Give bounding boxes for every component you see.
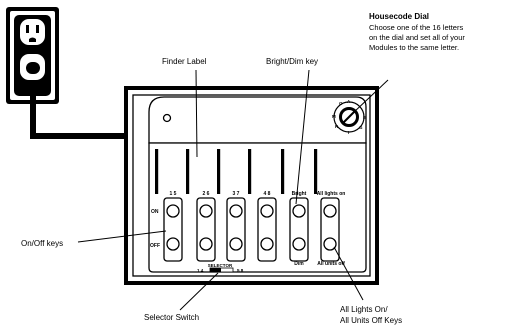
dial-letter-a: A (347, 99, 351, 104)
housecode-line-1: Choose one of the 16 letters (369, 23, 463, 32)
on-off-key-4[interactable] (257, 197, 277, 262)
dial-letter-o: O (339, 101, 343, 106)
key-label-dim: Dim (294, 261, 304, 267)
outlet-receptacle-top (20, 19, 45, 45)
power-cord (30, 80, 124, 139)
key-label-all-units-off: All units off (317, 261, 345, 267)
key-label-2-6: 2 6 (203, 191, 210, 197)
finder-label-bars (155, 149, 318, 194)
selector-right-label: 5 8 (237, 268, 244, 273)
selector-title: SELECTOR (208, 263, 233, 268)
all-lights-callout-line-1: All Lights On/ (340, 305, 388, 314)
key-label-4-8: 4 8 (264, 191, 271, 197)
callout-lines (77, 69, 389, 311)
selector-left-label: 1 4 (197, 268, 204, 273)
on-off-keys-callout: On/Off keys (21, 239, 63, 248)
on-off-key-2[interactable] (196, 197, 216, 262)
off-label: OFF (150, 243, 160, 249)
key-label-all-lights-on: All lights on (317, 191, 346, 197)
on-off-key-1[interactable] (163, 197, 183, 262)
on-off-key-3[interactable] (226, 197, 246, 262)
bright-dim-callout: Bright/Dim key (266, 57, 318, 66)
key-label-bright: Bright (292, 191, 307, 197)
dial-letter-m: M (332, 114, 336, 119)
housecode-line-3: Modules to the same letter. (369, 43, 459, 52)
on-label: ON (151, 209, 159, 215)
outlet-receptacle-bottom (20, 54, 45, 80)
finder-label-callout: Finder Label (162, 57, 207, 66)
all-lights-callout-line-2: All Units Off Keys (340, 316, 402, 325)
dial-letter-g: G (359, 125, 363, 130)
dial-letter-e: E (363, 115, 366, 120)
housecode-line-2: on the dial and set all of your (369, 33, 465, 42)
dial-letter-k: K (335, 124, 339, 129)
key-label-3-7: 3 7 (233, 191, 240, 197)
dial-letter-i: I (348, 130, 349, 135)
top-panel (148, 96, 367, 144)
all-lights-key[interactable] (320, 197, 340, 262)
bright-dim-key[interactable] (289, 197, 309, 262)
selector-switch-callout: Selector Switch (144, 313, 199, 322)
selector-switch[interactable]: SELECTOR 1 4 5 8 (197, 263, 244, 273)
housecode-dial-title: Housecode Dial (369, 12, 429, 21)
indicator-light (162, 113, 172, 123)
wall-outlet (6, 7, 59, 104)
key-label-1-5: 1 5 (170, 191, 177, 197)
